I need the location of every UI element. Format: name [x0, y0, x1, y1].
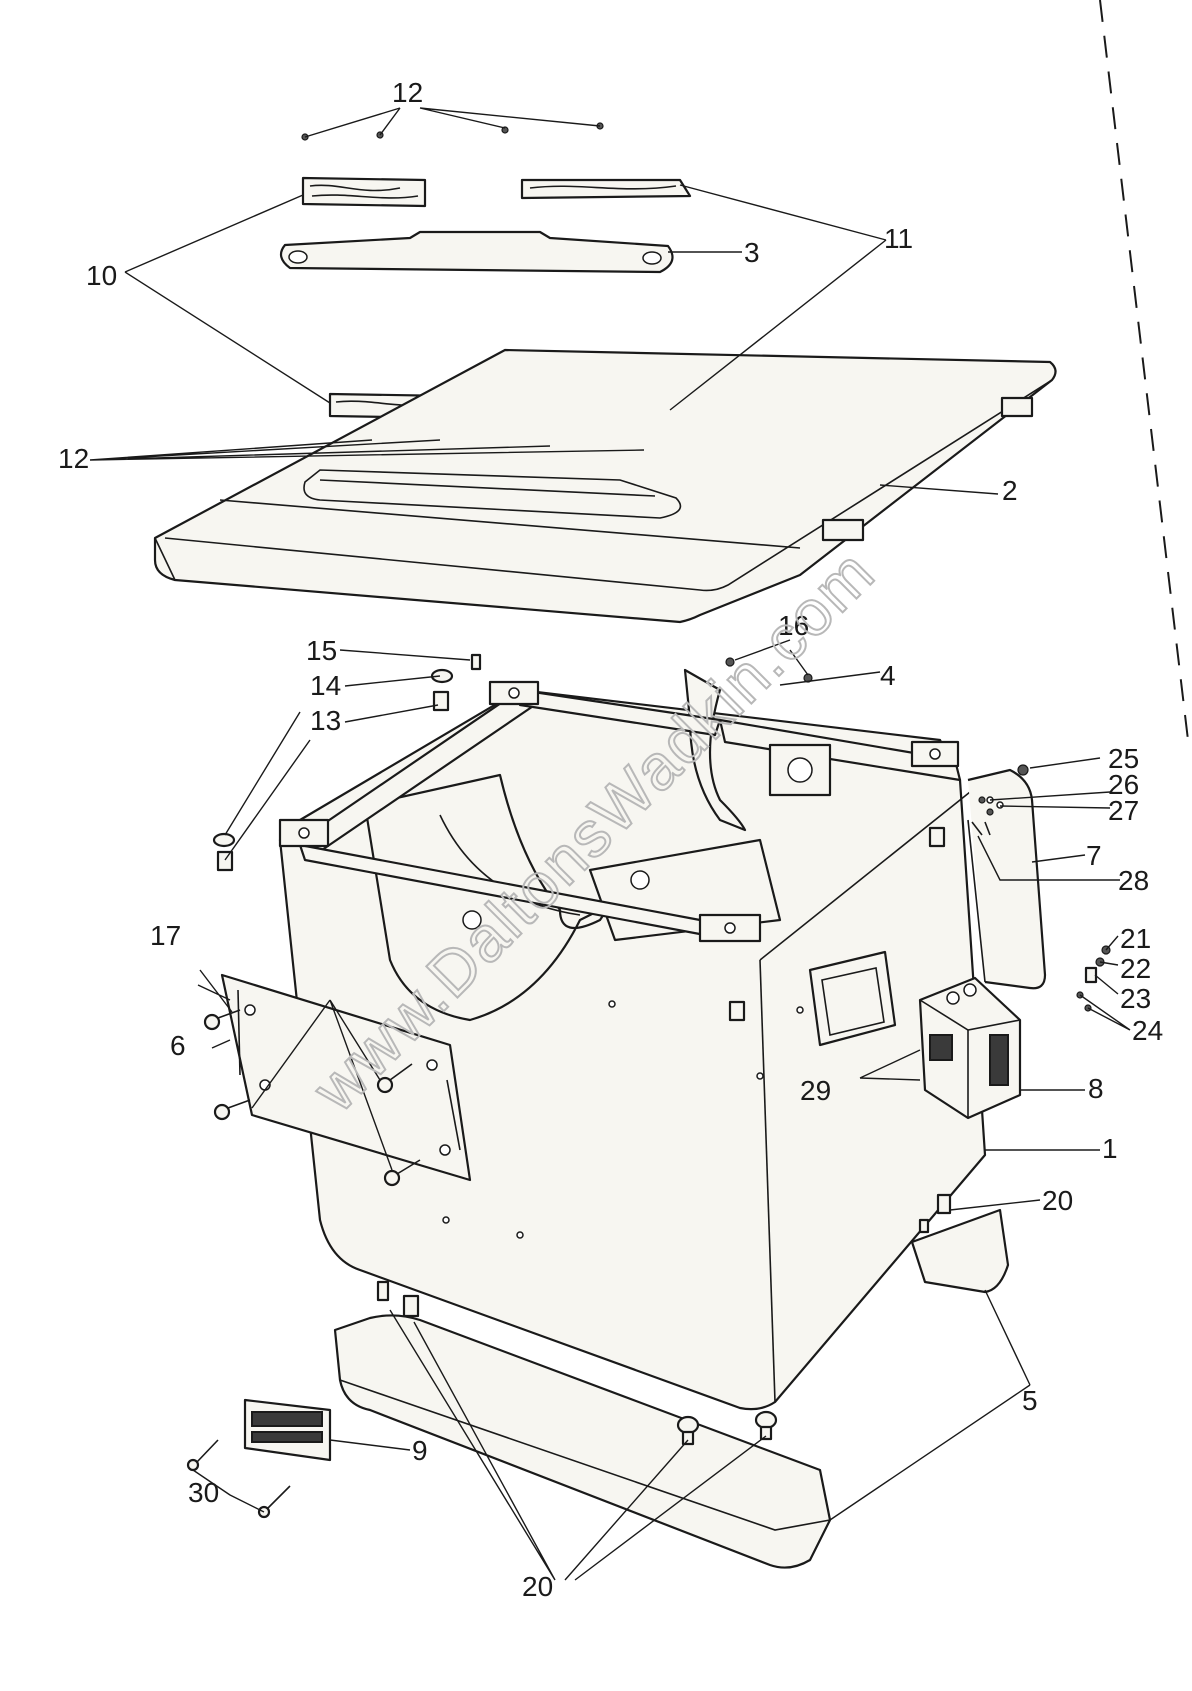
- callout-9: 9: [412, 1435, 428, 1466]
- callout-20-right: 20: [1042, 1185, 1073, 1216]
- callout-15: 15: [306, 635, 337, 666]
- pin-15: [472, 655, 480, 669]
- callout-10: 10: [86, 260, 117, 291]
- throat-plate-3: [281, 232, 673, 272]
- callout-5: 5: [1022, 1385, 1038, 1416]
- hardware-21-24: [1077, 946, 1110, 1011]
- side-plate-7: [968, 770, 1045, 988]
- callout-22: 22: [1120, 953, 1151, 984]
- callout-14: 14: [310, 670, 341, 701]
- callout-12-top: 12: [392, 77, 423, 108]
- callout-23: 23: [1120, 983, 1151, 1014]
- callout-20-bottom: 20: [522, 1571, 553, 1602]
- callout-2: 2: [1002, 475, 1018, 506]
- callout-28: 28: [1118, 865, 1149, 896]
- callout-13: 13: [310, 705, 341, 736]
- page-edge-line: [1100, 0, 1188, 740]
- callout-24: 24: [1132, 1015, 1163, 1046]
- callout-27: 27: [1108, 795, 1139, 826]
- callout-12-table: 12: [58, 443, 89, 474]
- name-plate-9: [245, 1400, 330, 1460]
- callout-7: 7: [1086, 840, 1102, 871]
- screws-12-top: [302, 123, 603, 140]
- switch-box-8: [920, 978, 1020, 1118]
- callout-11: 11: [884, 223, 913, 254]
- table-top-2: [155, 350, 1056, 622]
- callout-29: 29: [800, 1075, 831, 1106]
- wood-insert-10-top: [303, 178, 425, 206]
- callout-3: 3: [744, 237, 760, 268]
- callout-8: 8: [1088, 1073, 1104, 1104]
- callout-6: 6: [170, 1030, 186, 1061]
- callout-1: 1: [1102, 1133, 1118, 1164]
- callout-30: 30: [188, 1477, 219, 1508]
- callout-4: 4: [880, 660, 896, 691]
- callout-17: 17: [150, 920, 181, 951]
- callout-21: 21: [1120, 923, 1151, 954]
- wood-insert-11-top: [522, 180, 690, 198]
